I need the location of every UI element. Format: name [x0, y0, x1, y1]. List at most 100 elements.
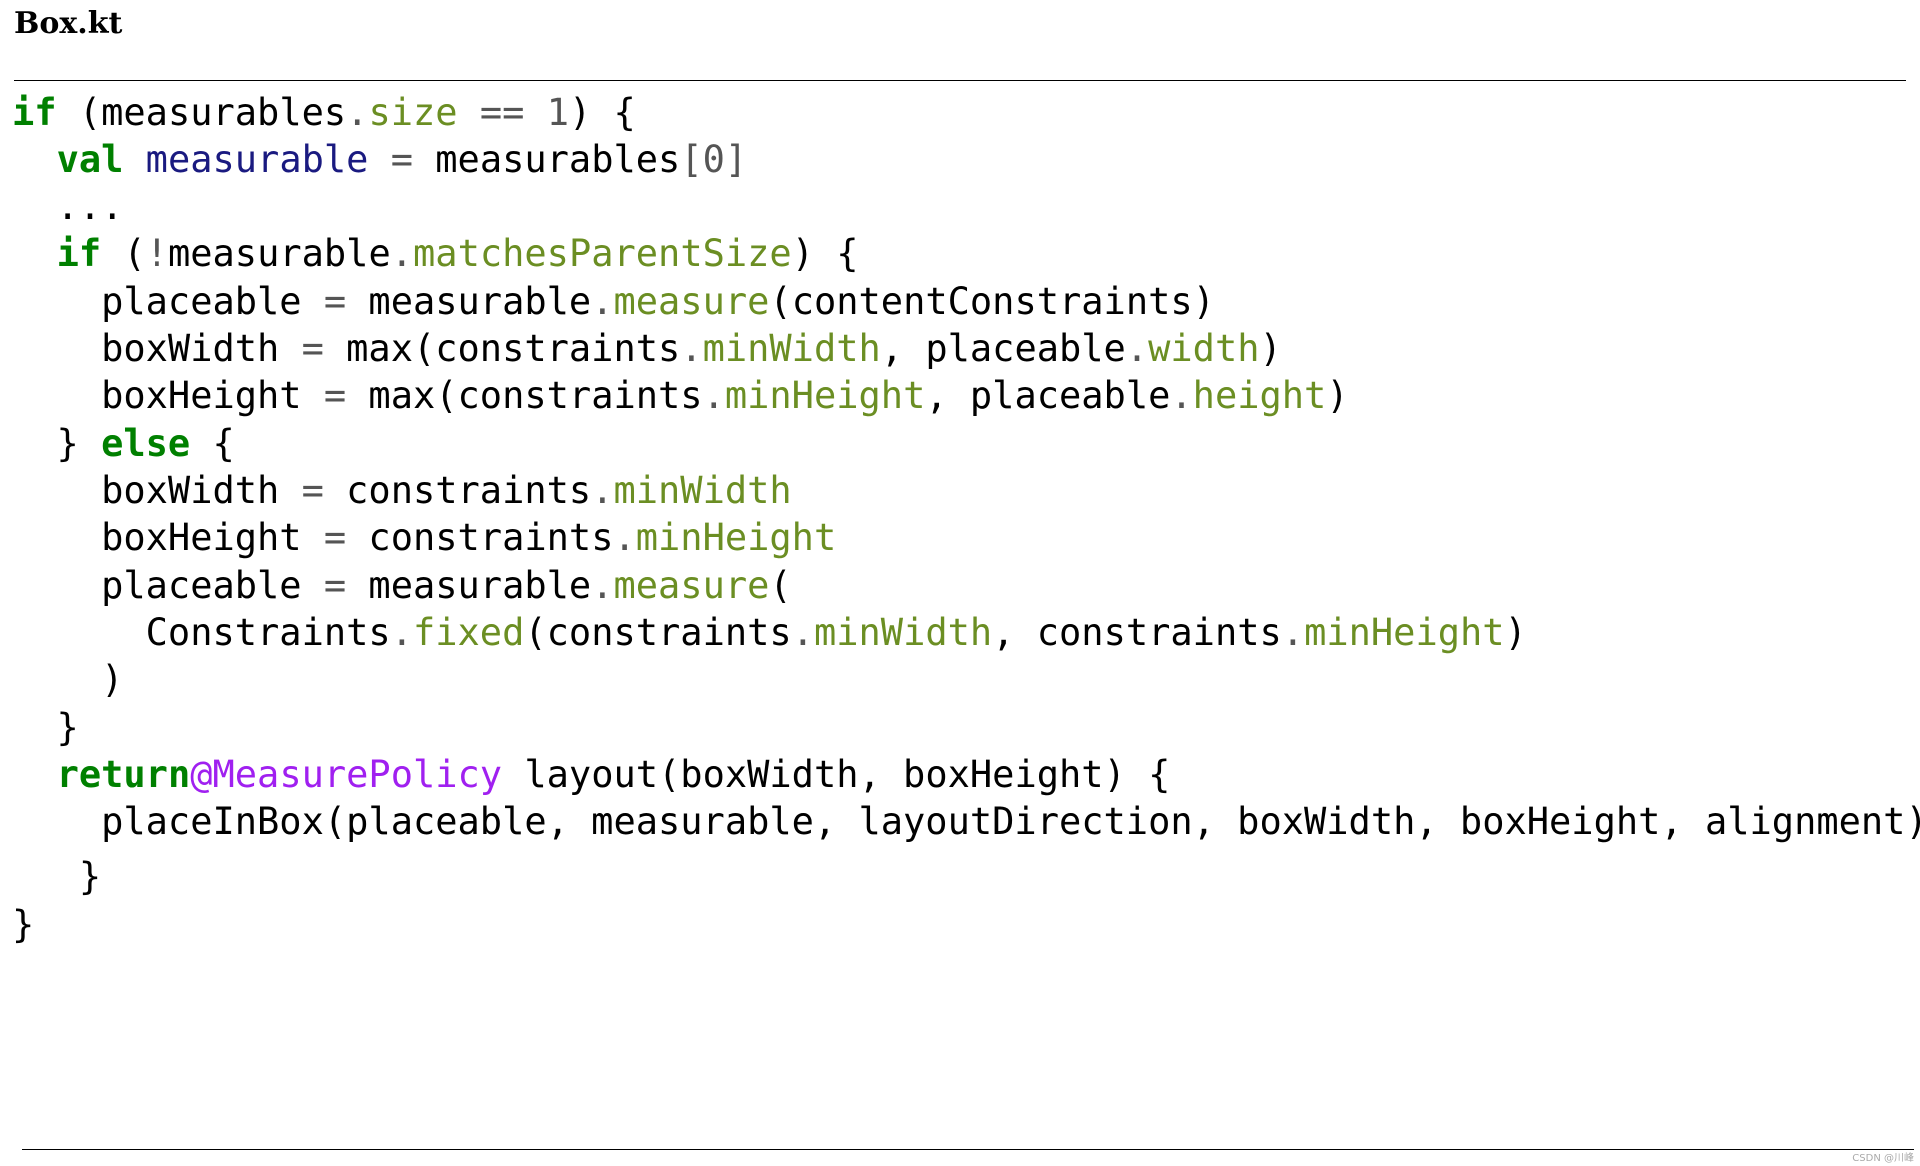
- code-token: [12, 138, 57, 181]
- code-token: measurables: [101, 91, 347, 134]
- code-token: val: [56, 138, 124, 181]
- code-line: if (!measurable.matchesParentSize) {: [12, 229, 859, 279]
- code-token: =: [301, 469, 324, 512]
- code-token: constraints: [346, 516, 614, 559]
- code-line: placeInBox(placeable, measurable, layout…: [12, 797, 1920, 847]
- code-token: size: [368, 91, 458, 134]
- code-token: width: [1148, 327, 1260, 370]
- code-line: boxHeight = max(constraints.minHeight, p…: [12, 371, 1349, 421]
- code-token: {: [190, 422, 235, 465]
- code-token: =: [390, 138, 413, 181]
- code-token: (contentConstraints): [769, 280, 1215, 323]
- code-line: } else {: [12, 419, 235, 469]
- code-line: }: [12, 900, 34, 950]
- code-token: ): [1259, 327, 1282, 370]
- code-token: .: [702, 374, 725, 417]
- code-token: ): [1326, 374, 1349, 417]
- code-token: }: [12, 903, 35, 946]
- code-token: (: [769, 564, 792, 607]
- code-token: placeable: [12, 564, 324, 607]
- code-token: .: [591, 469, 614, 512]
- code-token: measurables: [413, 138, 681, 181]
- code-token: [368, 138, 390, 181]
- code-token: measurable: [145, 138, 369, 181]
- code-token: else: [101, 422, 191, 465]
- bottom-divider: [22, 1149, 1914, 1150]
- code-token: =: [301, 327, 324, 370]
- code-token: minWidth: [613, 469, 792, 512]
- code-token: =: [323, 564, 347, 607]
- code-token: =: [323, 280, 347, 323]
- code-token: ): [12, 658, 124, 701]
- code-token: minHeight: [1304, 611, 1505, 654]
- code-token: .: [390, 611, 413, 654]
- code-token: .: [346, 91, 369, 134]
- code-token: (: [56, 91, 102, 134]
- code-token: layout(boxWidth, boxHeight) {: [502, 753, 1171, 796]
- code-token: measurable: [346, 280, 592, 323]
- code-token: measure: [613, 564, 770, 607]
- code-token: minWidth: [702, 327, 881, 370]
- watermark: CSDN @川峰: [1852, 1153, 1914, 1164]
- code-line: if (measurables.size == 1) {: [12, 88, 636, 138]
- code-token: placeable: [12, 280, 324, 323]
- code-token: (: [101, 232, 146, 275]
- code-token: measure: [613, 280, 770, 323]
- code-line: placeable = measurable.measure(: [12, 561, 792, 611]
- code-token: ) {: [568, 91, 636, 134]
- code-token: @MeasurePolicy: [190, 753, 503, 796]
- code-token: .: [613, 516, 636, 559]
- code-token: return: [56, 753, 191, 796]
- code-token: [12, 753, 57, 796]
- code-token: ) {: [791, 232, 859, 275]
- code-token: , placeable: [880, 327, 1126, 370]
- code-token: [524, 91, 546, 134]
- code-token: matchesParentSize: [413, 232, 792, 275]
- code-token: placeInBox(placeable, measurable, layout…: [12, 800, 1920, 843]
- code-token: measurable: [346, 564, 592, 607]
- code-token: , constraints: [992, 611, 1282, 654]
- code-line: }: [12, 703, 79, 753]
- code-token: =: [323, 374, 347, 417]
- code-token: Constraints: [12, 611, 391, 654]
- top-divider: [14, 80, 1906, 81]
- code-token: if: [12, 91, 57, 134]
- code-token: ): [1504, 611, 1527, 654]
- code-token: ==: [479, 91, 525, 134]
- code-token: [123, 138, 145, 181]
- code-token: ...: [12, 185, 124, 228]
- code-token: boxHeight: [12, 374, 324, 417]
- code-token: .: [680, 327, 703, 370]
- code-line: boxWidth = constraints.minWidth: [12, 466, 792, 516]
- code-line: ): [12, 655, 123, 705]
- code-line: Constraints.fixed(constraints.minWidth, …: [12, 608, 1527, 658]
- code-token: if: [56, 232, 102, 275]
- code-token: boxHeight: [12, 516, 324, 559]
- code-line: placeable = measurable.measure(contentCo…: [12, 277, 1215, 327]
- code-token: minWidth: [813, 611, 993, 654]
- file-title: Box.kt: [14, 6, 123, 41]
- code-token: measurable: [167, 232, 391, 275]
- code-token: boxWidth: [12, 327, 302, 370]
- code-token: .: [390, 232, 414, 275]
- code-token: fixed: [412, 611, 525, 654]
- code-token: !: [145, 232, 168, 275]
- code-token: constraints: [323, 469, 592, 512]
- code-token: max(constraints: [323, 327, 681, 370]
- code-token: (constraints: [524, 611, 792, 654]
- code-token: .: [1170, 374, 1193, 417]
- code-token: }: [12, 855, 102, 898]
- code-token: minHeight: [635, 516, 837, 559]
- code-token: .: [791, 611, 814, 654]
- code-token: .: [591, 280, 614, 323]
- code-token: boxWidth: [12, 469, 302, 512]
- code-token: [0]: [680, 138, 748, 181]
- code-line: boxHeight = constraints.minHeight: [12, 513, 836, 563]
- code-token: height: [1192, 374, 1327, 417]
- code-token: 1: [546, 91, 569, 134]
- code-token: =: [323, 516, 347, 559]
- code-token: .: [1281, 611, 1305, 654]
- code-line: val measurable = measurables[0]: [12, 135, 748, 185]
- code-token: .: [1125, 327, 1149, 370]
- code-token: }: [12, 422, 102, 465]
